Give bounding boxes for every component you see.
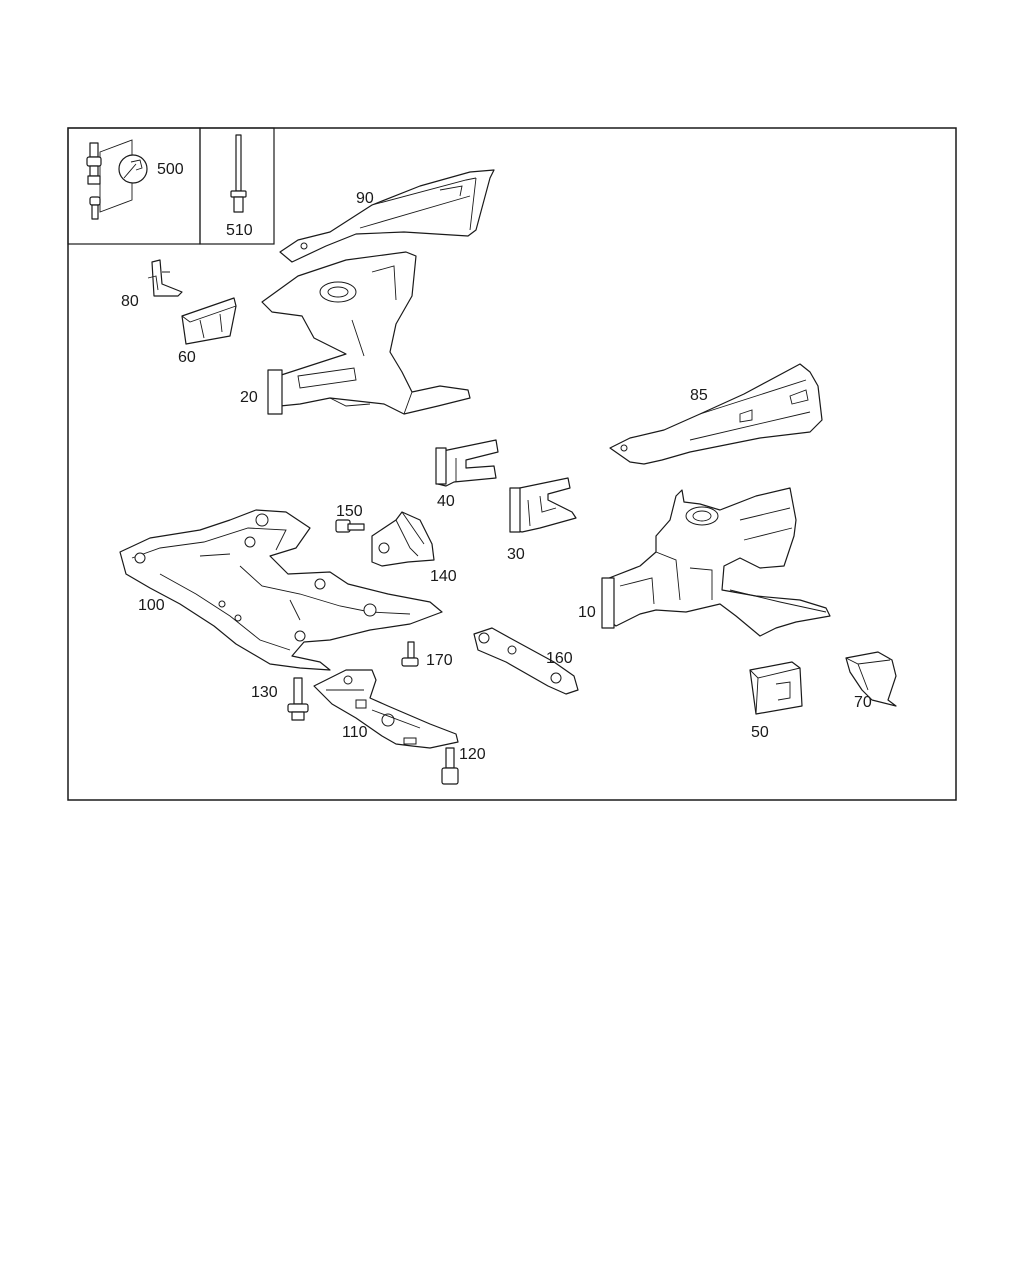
bolt-icon xyxy=(86,142,102,220)
part-500-bolt-set[interactable] xyxy=(86,139,148,220)
callout-510: 510 xyxy=(226,222,253,239)
part-140-mount-bracket[interactable] xyxy=(371,511,435,567)
inset-box-500 xyxy=(67,127,201,245)
callout-20: 20 xyxy=(240,389,258,406)
part-510-long-bolt[interactable] xyxy=(230,134,247,213)
callout-70: 70 xyxy=(854,694,872,711)
bolt-icon xyxy=(441,747,459,785)
callout-500: 500 xyxy=(157,161,184,178)
part-100-subframe[interactable] xyxy=(119,509,443,671)
callout-60: 60 xyxy=(178,349,196,366)
callout-90: 90 xyxy=(356,190,374,207)
callout-85: 85 xyxy=(690,387,708,404)
part-85-right-rail[interactable] xyxy=(609,363,823,465)
bolt-icon xyxy=(230,134,247,213)
part-110-plate[interactable] xyxy=(313,669,459,749)
part-160-strut[interactable] xyxy=(473,627,579,695)
bolt-icon xyxy=(335,519,365,533)
diagram-frame xyxy=(67,127,957,801)
bolt-icon xyxy=(401,641,419,667)
part-60-plate[interactable] xyxy=(181,297,237,345)
callout-120: 120 xyxy=(459,746,486,763)
part-10-front-member[interactable] xyxy=(601,487,831,637)
wrench-icon xyxy=(118,154,148,184)
part-30-bracket[interactable] xyxy=(509,477,577,533)
callout-140: 140 xyxy=(430,568,457,585)
callout-130: 130 xyxy=(251,684,278,701)
part-150-bolt[interactable] xyxy=(335,519,365,533)
callout-170: 170 xyxy=(426,652,453,669)
bolt-icon xyxy=(287,677,309,721)
callout-50: 50 xyxy=(751,724,769,741)
part-120-bolt[interactable] xyxy=(441,747,459,785)
part-130-bolt[interactable] xyxy=(287,677,309,721)
callout-40: 40 xyxy=(437,493,455,510)
inset-box-510 xyxy=(199,127,275,245)
callout-100: 100 xyxy=(138,597,165,614)
part-50-panel[interactable] xyxy=(749,661,803,715)
callout-110: 110 xyxy=(342,724,368,741)
part-70-bracket[interactable] xyxy=(845,651,897,707)
callout-10: 10 xyxy=(578,604,596,621)
callout-80: 80 xyxy=(121,293,139,310)
part-80-bracket[interactable] xyxy=(147,259,183,297)
callout-160: 160 xyxy=(546,650,573,667)
callout-150: 150 xyxy=(336,503,363,520)
part-40-bracket[interactable] xyxy=(435,439,499,487)
part-20-wheelhouse-member[interactable] xyxy=(261,251,471,415)
part-170-bolt[interactable] xyxy=(401,641,419,667)
callout-30: 30 xyxy=(507,546,525,563)
part-90-upper-rail[interactable] xyxy=(279,169,495,263)
